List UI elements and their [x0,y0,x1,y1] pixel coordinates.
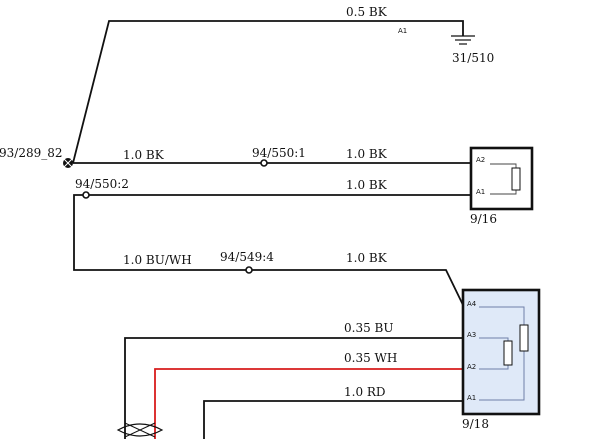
junction-94-550-1-label: 94/550:1 [252,146,306,160]
connector-918-resistor-2-icon [503,340,513,366]
ground-icon [451,35,475,45]
wire-918-a4[interactable] [73,194,464,306]
wire-916-a1-label: 1.0 BK [346,178,388,192]
wire-916-a2-right-label: 1.0 BK [346,147,388,161]
wire-918-a3-label: 0.35 BU [344,321,393,335]
junction-94-550-2-icon[interactable] [82,191,90,199]
wire-918-a1-label: 1.0 RD [344,385,386,399]
connector-916-internal-wire [490,163,517,195]
wire-918-a2-label: 0.35 WH [344,351,397,365]
splice-node-icon[interactable] [62,157,74,169]
wire-916-a2-left-label: 1.0 BK [123,148,165,162]
connector-918-pin-a3: A3 [467,331,476,339]
ground-pin-label: A1 [398,27,407,35]
twisted-pair-icon [116,422,164,438]
ground-id-label: 31/510 [452,51,494,65]
junction-94-550-2-label: 94/550:2 [75,177,129,191]
splice-id-label: 93/289_82 [0,146,63,160]
wire-ground[interactable] [72,20,464,164]
connector-916-resistor-icon [511,167,521,191]
junction-94-549-4-label: 94/549:4 [220,250,274,264]
connector-9-18[interactable] [461,288,541,416]
wire-918-a1[interactable] [203,400,463,439]
wire-918-a4-left-label: 1.0 BU/WH [123,253,192,267]
connector-9-16[interactable] [469,146,534,211]
wire-918-a2[interactable] [154,368,463,439]
connector-916-pin-a1: A1 [476,188,485,196]
connector-918-pin-a1: A1 [467,394,476,402]
connector-918-resistor-1-icon [519,324,529,352]
connector-918-internal-wire [479,306,525,401]
junction-94-550-1-icon[interactable] [260,159,268,167]
wire-918-a4-right-label: 1.0 BK [346,251,388,265]
connector-916-pin-a2: A2 [476,156,485,164]
connector-918-pin-a4: A4 [467,300,477,308]
wire-ground-label: 0.5 BK [346,5,388,19]
connector-916-id: 9/16 [470,212,497,226]
connector-918-pin-a2: A2 [467,363,476,371]
connector-918-id: 9/18 [462,417,489,431]
wire-918-a3[interactable] [124,337,463,439]
junction-94-549-4-icon[interactable] [245,266,253,274]
